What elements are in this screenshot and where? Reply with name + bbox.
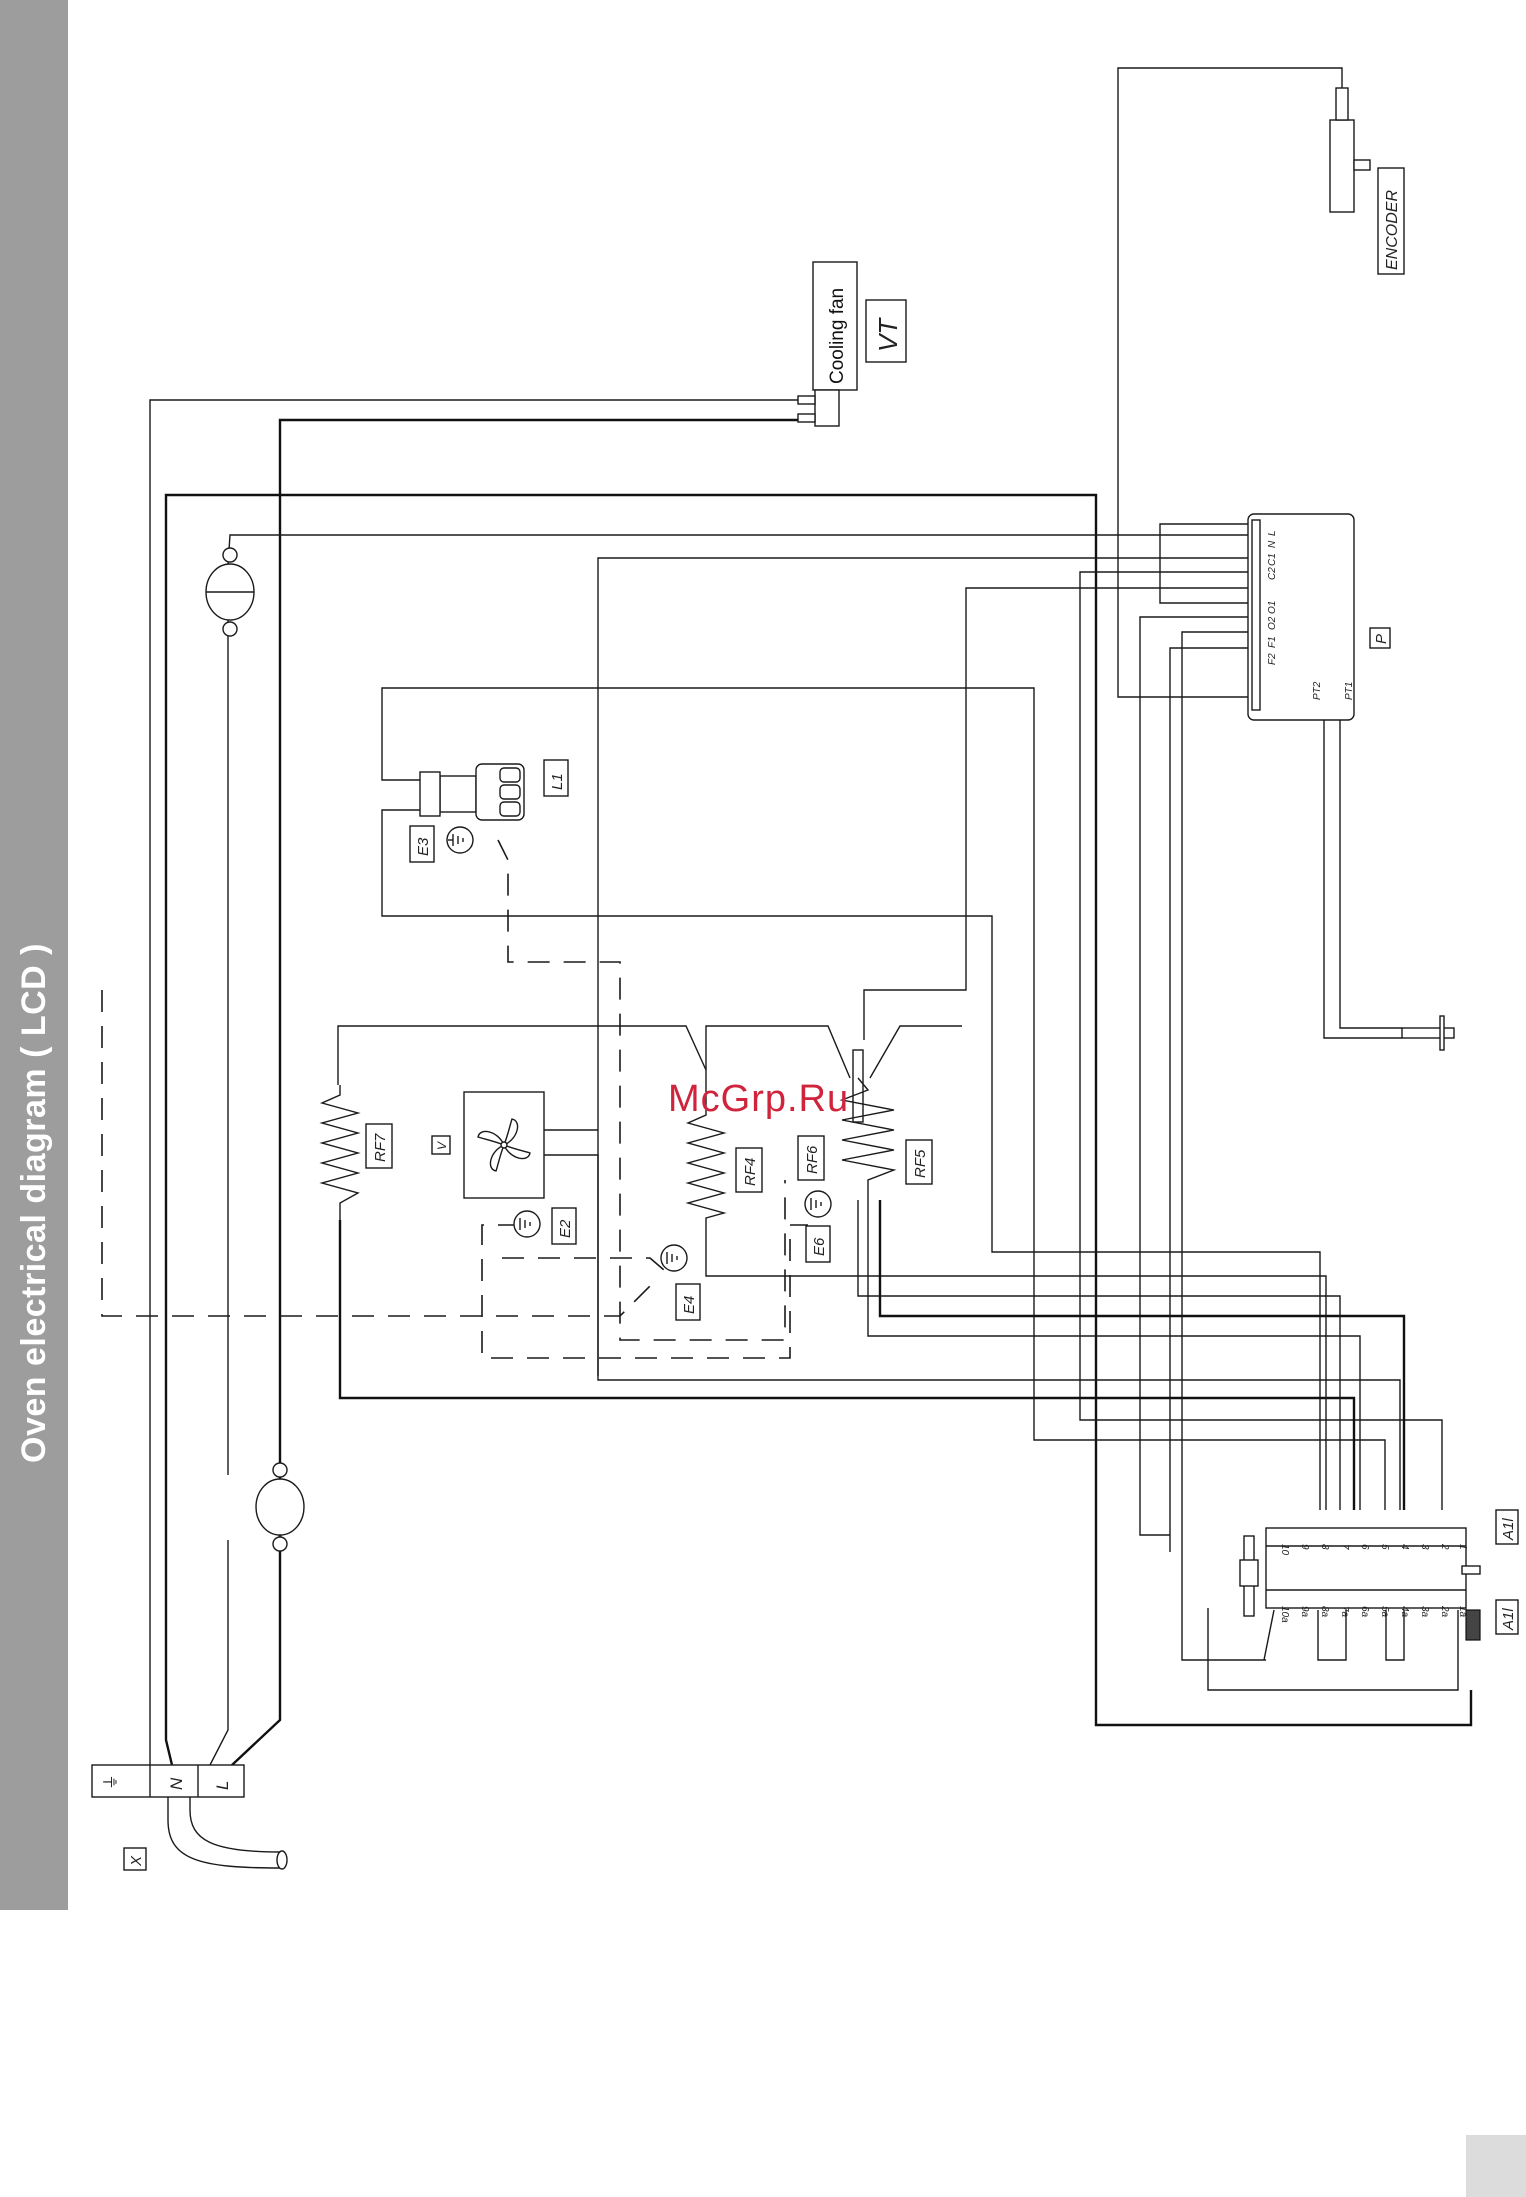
contact-8: 8 bbox=[1319, 1544, 1330, 1550]
wire-thermostat-top bbox=[228, 535, 1253, 565]
earth-dashed-e4 bbox=[502, 1258, 664, 1270]
thermostat-top bbox=[206, 548, 254, 636]
terminal-l: L bbox=[213, 1781, 232, 1790]
lamp-connector bbox=[420, 772, 440, 816]
prog-pin-n: N bbox=[1267, 540, 1278, 548]
contact-5a: 5a bbox=[1379, 1606, 1390, 1618]
supply-cable bbox=[168, 1797, 280, 1868]
cooling-fan-connector bbox=[815, 390, 839, 426]
page-number-box bbox=[1466, 2135, 1526, 2197]
wire-rf5-bottom-a bbox=[868, 1200, 1360, 1510]
a1l-bottom-label: A1l bbox=[1500, 1608, 1517, 1631]
wire-rf7-bottom bbox=[340, 1220, 1354, 1510]
prog-pin-c2: C2 bbox=[1267, 567, 1278, 580]
contact-2a: 2a bbox=[1439, 1605, 1450, 1618]
probe-body bbox=[1402, 1028, 1454, 1038]
programmer-label: P bbox=[1373, 634, 1390, 644]
contact-4: 4 bbox=[1399, 1544, 1410, 1550]
prog-pin-o1: O1 bbox=[1267, 601, 1278, 614]
prog-pin-c1: C1 bbox=[1267, 553, 1278, 566]
prog-pin-pt1: PT1 bbox=[1344, 682, 1355, 700]
programmer-box bbox=[1248, 514, 1354, 720]
rf5-label: RF5 bbox=[912, 1149, 929, 1178]
wire-motor-b bbox=[544, 1155, 598, 1376]
wire-rf5-top bbox=[870, 1026, 962, 1078]
wire-line-trunk bbox=[210, 1540, 228, 1765]
rf4-label: RF4 bbox=[742, 1158, 759, 1186]
wire-rf4-bottom bbox=[706, 1225, 1326, 1510]
wire-probe-pt1 bbox=[1340, 690, 1402, 1028]
lamp-label: L1 bbox=[549, 773, 566, 790]
earth-e3 bbox=[447, 827, 473, 853]
terminal-n: N bbox=[167, 1777, 186, 1790]
encoder-body bbox=[1330, 120, 1354, 212]
contact-10: 10 bbox=[1279, 1544, 1290, 1556]
earth-e6 bbox=[805, 1191, 831, 1217]
contact-7a: 7a bbox=[1339, 1606, 1350, 1618]
encoder-shaft bbox=[1354, 160, 1370, 170]
watermark: McGrp.Ru bbox=[668, 1078, 849, 1121]
lamp-cell-1 bbox=[500, 768, 520, 782]
rf6-element bbox=[853, 1050, 863, 1122]
supply-cable-end bbox=[277, 1851, 287, 1869]
contact-1: 1 bbox=[1457, 1544, 1468, 1550]
lamp-cell-3 bbox=[500, 802, 520, 816]
contact-3: 3 bbox=[1419, 1544, 1430, 1550]
wire-selector-loop-1 bbox=[1264, 1610, 1274, 1660]
e3-label: E3 bbox=[415, 837, 432, 856]
earth-e2 bbox=[514, 1211, 540, 1237]
wire-rf5-bottom-c bbox=[858, 1200, 1340, 1510]
lamp-cell-2 bbox=[500, 785, 520, 799]
e6-label: E6 bbox=[811, 1237, 828, 1256]
terminal-earth: ⏚ bbox=[102, 1774, 120, 1790]
wire-rf7-top bbox=[338, 1026, 706, 1085]
cooling-fan-code: VT bbox=[873, 317, 903, 352]
prog-pin-o2: O2 bbox=[1267, 616, 1278, 630]
contact-5: 5 bbox=[1379, 1544, 1390, 1550]
contact-10a: 10a bbox=[1279, 1606, 1290, 1623]
contact-8a: 8a bbox=[1319, 1606, 1330, 1618]
encoder-connector bbox=[1336, 88, 1348, 120]
prog-pin-pt2: PT2 bbox=[1312, 681, 1323, 700]
contact-7: 7 bbox=[1339, 1544, 1350, 1550]
probe-tip bbox=[1440, 1016, 1444, 1050]
cooling-fan-label: Cooling fan bbox=[827, 288, 848, 384]
cooling-fan-pin-a bbox=[798, 396, 815, 404]
rf7-label: RF7 bbox=[372, 1133, 389, 1162]
heater-rf7 bbox=[322, 1085, 358, 1220]
wire-prog-f1 bbox=[1182, 632, 1266, 1660]
earth-e4 bbox=[661, 1245, 687, 1271]
programmer-pin-strip bbox=[1252, 520, 1260, 710]
lamp-holder bbox=[440, 776, 476, 812]
e4-label: E4 bbox=[681, 1296, 698, 1314]
contact-2: 2 bbox=[1439, 1543, 1450, 1550]
contact-6a: 6a bbox=[1359, 1606, 1370, 1618]
wire-prog-o1 bbox=[864, 588, 1253, 1040]
wire-prog-n bbox=[1160, 524, 1253, 603]
wire-selector-loop-2 bbox=[1318, 1610, 1346, 1660]
rf6-label: RF6 bbox=[804, 1145, 821, 1174]
cooling-fan-pin-b bbox=[798, 414, 815, 422]
contact-4a: 4a bbox=[1399, 1606, 1410, 1618]
heater-rf5 bbox=[842, 1078, 894, 1200]
contact-3a: 3a bbox=[1419, 1606, 1430, 1618]
wire-selector-loop-3 bbox=[1386, 1610, 1404, 1660]
prog-pin-f1: F1 bbox=[1267, 636, 1278, 648]
fan-motor-label: V bbox=[435, 1141, 449, 1150]
a1l-top-label: A1l bbox=[1500, 1518, 1517, 1541]
contact-9a: 9a bbox=[1299, 1606, 1310, 1618]
prog-pin-f2: F2 bbox=[1267, 653, 1278, 665]
prog-pin-l: L bbox=[1267, 530, 1278, 536]
encoder-label: ENCODER bbox=[1384, 190, 1401, 270]
heater-rf4 bbox=[688, 1105, 724, 1225]
contact-1a: 1a bbox=[1457, 1606, 1468, 1618]
wire-probe-pt2 bbox=[1324, 690, 1402, 1038]
contact-9: 9 bbox=[1299, 1544, 1310, 1550]
wire-selector-loop-4 bbox=[1208, 1608, 1458, 1690]
e2-label: E2 bbox=[557, 1219, 574, 1238]
thermostat-bottom bbox=[256, 1463, 304, 1551]
contact-6: 6 bbox=[1359, 1544, 1370, 1550]
terminal-x-label: X bbox=[128, 1855, 145, 1867]
